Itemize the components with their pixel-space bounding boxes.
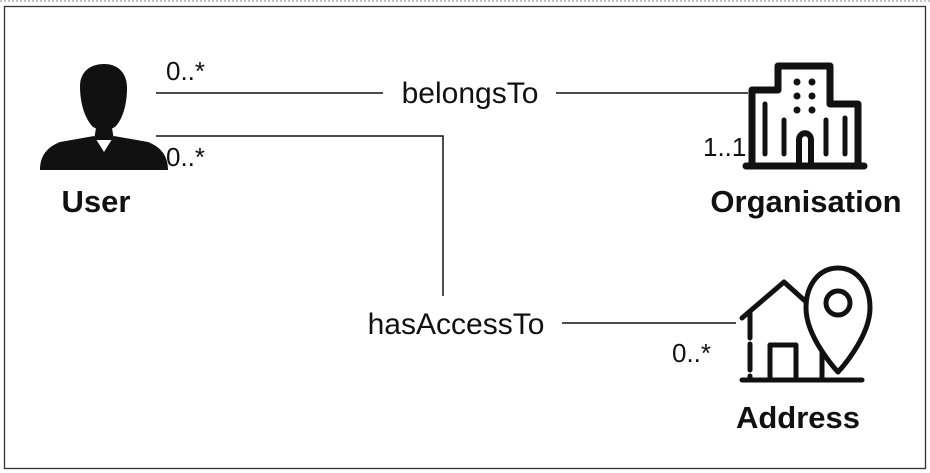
belongs-to-label: belongsTo — [402, 77, 539, 110]
belongs-to-organisation-multiplicity: 1..1 — [703, 132, 746, 162]
has-access-to-address-multiplicity: 0..* — [672, 338, 711, 368]
has-access-to-label: hasAccessTo — [368, 308, 545, 341]
has-access-to-user-multiplicity: 0..* — [166, 142, 205, 172]
diagram-frame — [3, 5, 927, 470]
building-icon — [742, 62, 868, 170]
has-access-to-connector-upper — [156, 135, 444, 296]
address-label: Address — [736, 400, 860, 435]
user-label: User — [62, 184, 131, 219]
organisation-label: Organisation — [710, 184, 901, 219]
belongs-to-user-multiplicity: 0..* — [166, 56, 205, 86]
user-icon — [40, 64, 168, 170]
house-location-icon — [739, 265, 873, 383]
